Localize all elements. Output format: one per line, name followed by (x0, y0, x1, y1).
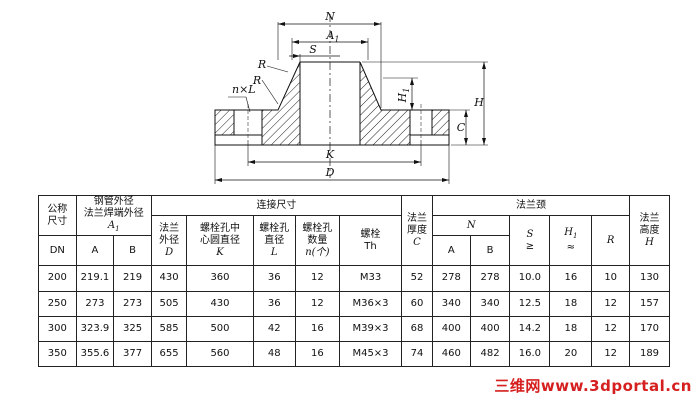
header-flange-od: 法兰 外径 D (150, 215, 188, 267)
dim-n-label: N (324, 10, 335, 23)
flange-left-hub-section (261, 61, 301, 146)
flange-section-drawing: N A1 S R R n×L H1 H C K D (214, 10, 488, 184)
header-bolt-hole-dia: 螺栓孔 直径 L (252, 215, 296, 267)
dim-c-label: C (457, 121, 466, 134)
dim-r-lower-label: R (252, 74, 261, 87)
header-bolt: 螺栓 Th (338, 215, 403, 267)
header-s: S ≥ (509, 215, 551, 267)
dim-h1-label: H1 (396, 88, 411, 104)
dim-k-label: K (325, 148, 335, 161)
header-flange-height: 法兰 高度 H (629, 194, 670, 267)
watermark: 三维网www.3dportal.cn (494, 377, 692, 395)
header-pipe-a: A (75, 235, 115, 267)
dim-s-label: S (309, 43, 317, 56)
header-flange-thickness: 法兰 厚度 C (401, 194, 433, 267)
dim-r-upper-label: R (257, 58, 266, 71)
flange-right-hub-section (359, 61, 411, 146)
dim-a1-label: A1 (325, 29, 339, 44)
dim-nxl-label: n×L (232, 83, 256, 96)
header-r: R (591, 215, 631, 267)
dim-h-label: H (473, 96, 484, 109)
header-h1: H1 ≈ (549, 215, 593, 267)
header-nominal-size: 公称 尺寸 (38, 194, 77, 237)
table-header-row-1: 公称 尺寸 钢管外径 法兰焊端外径 A1 连接尺寸 法兰 厚度 C 法兰颈 法兰… (38, 194, 670, 267)
flange-dimension-table: 公称 尺寸 钢管外径 法兰焊端外径 A1 连接尺寸 法兰 厚度 C 法兰颈 法兰… (38, 194, 670, 368)
header-n-b: B (469, 235, 511, 267)
header-dn: DN (38, 235, 77, 267)
header-a1-symbol: A1 (107, 220, 120, 234)
header-bolt-circle: 螺栓孔中 心圆直径 K (186, 215, 254, 267)
header-n-a: A (432, 235, 471, 267)
header-connection-dims: 连接尺寸 (150, 194, 403, 217)
header-pipe-od: 钢管外径 法兰焊端外径 A1 (75, 194, 152, 237)
header-pipe-b: B (113, 235, 152, 267)
header-n: N (431, 215, 511, 237)
header-flange-neck: 法兰颈 (431, 194, 631, 217)
dim-d-label: D (325, 166, 335, 179)
flange-right-outer-section (431, 109, 450, 136)
header-bolt-count: 螺栓孔 数量 n(个) (294, 215, 341, 267)
table-header-row-3: DN A B A B (38, 235, 670, 267)
table-header-row-2: 法兰 外径 D 螺栓孔中 心圆直径 K 螺栓孔 直径 L 螺栓孔 数量 n(个)… (39, 215, 670, 267)
flange-left-outer-section (214, 109, 235, 136)
